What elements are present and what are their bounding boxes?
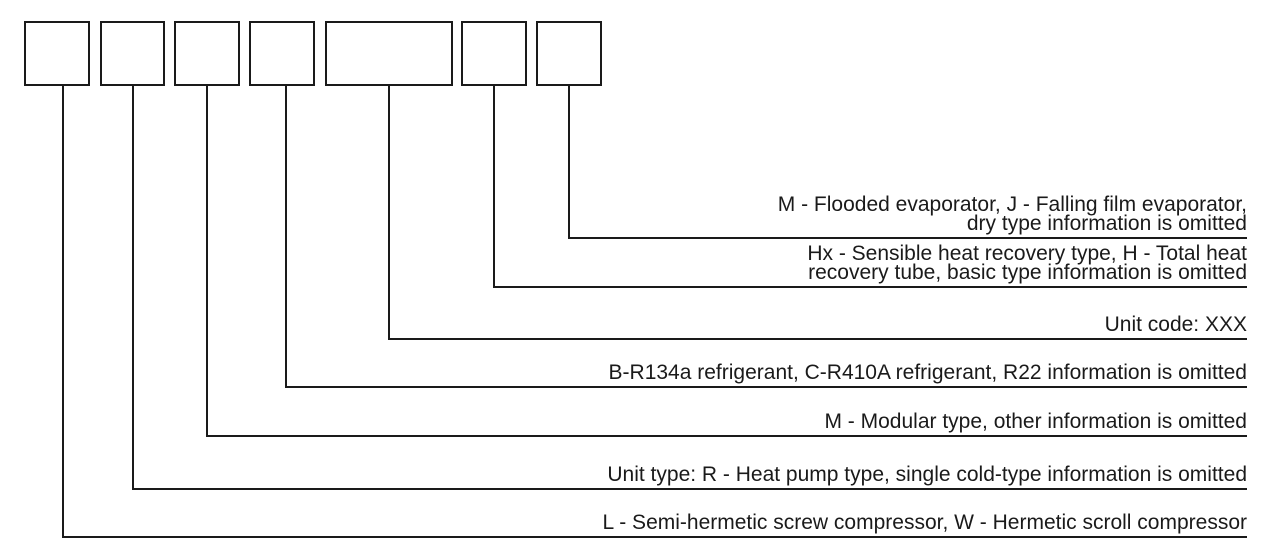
description-text-line: dry type information is omitted	[967, 212, 1247, 235]
code-box-1	[24, 21, 90, 86]
description-label-7: M - Flooded evaporator, J - Falling film…	[778, 193, 1247, 235]
description-text-line: M - Modular type, other information is o…	[824, 410, 1247, 433]
description-text-line: Unit type: R - Heat pump type, single co…	[607, 463, 1247, 486]
code-box-4	[249, 21, 315, 86]
leader-line-5	[388, 85, 1247, 340]
description-label-4: B-R134a refrigerant, C-R410A refrigerant…	[609, 361, 1247, 384]
leader-line-6	[493, 85, 1247, 288]
description-text-line: L - Semi-hermetic screw compressor, W - …	[603, 511, 1248, 534]
description-text-line: Hx - Sensible heat recovery type, H - To…	[807, 242, 1247, 265]
description-label-5: Unit code: XXX	[1105, 313, 1247, 336]
leader-line-4	[285, 85, 1247, 388]
code-box-3	[174, 21, 240, 86]
code-box-5	[325, 21, 453, 86]
description-text-line: recovery tube, basic type information is…	[808, 261, 1247, 284]
leader-line-7	[568, 85, 1247, 239]
leader-line-2	[132, 85, 1247, 490]
description-label-3: M - Modular type, other information is o…	[824, 410, 1247, 433]
code-boxes	[24, 21, 602, 86]
code-box-7	[536, 21, 602, 86]
leader-lines	[62, 85, 1247, 538]
leader-line-1	[62, 85, 1247, 538]
code-box-2	[100, 21, 165, 86]
description-label-6: Hx - Sensible heat recovery type, H - To…	[807, 242, 1247, 284]
leader-line-3	[206, 85, 1247, 437]
description-text-line: Unit code: XXX	[1105, 313, 1247, 336]
description-text-line: M - Flooded evaporator, J - Falling film…	[778, 193, 1247, 216]
description-label-1: L - Semi-hermetic screw compressor, W - …	[603, 511, 1248, 534]
description-text-line: B-R134a refrigerant, C-R410A refrigerant…	[609, 361, 1247, 384]
description-label-2: Unit type: R - Heat pump type, single co…	[607, 463, 1247, 486]
description-labels: L - Semi-hermetic screw compressor, W - …	[603, 193, 1248, 534]
code-box-6	[461, 21, 527, 86]
